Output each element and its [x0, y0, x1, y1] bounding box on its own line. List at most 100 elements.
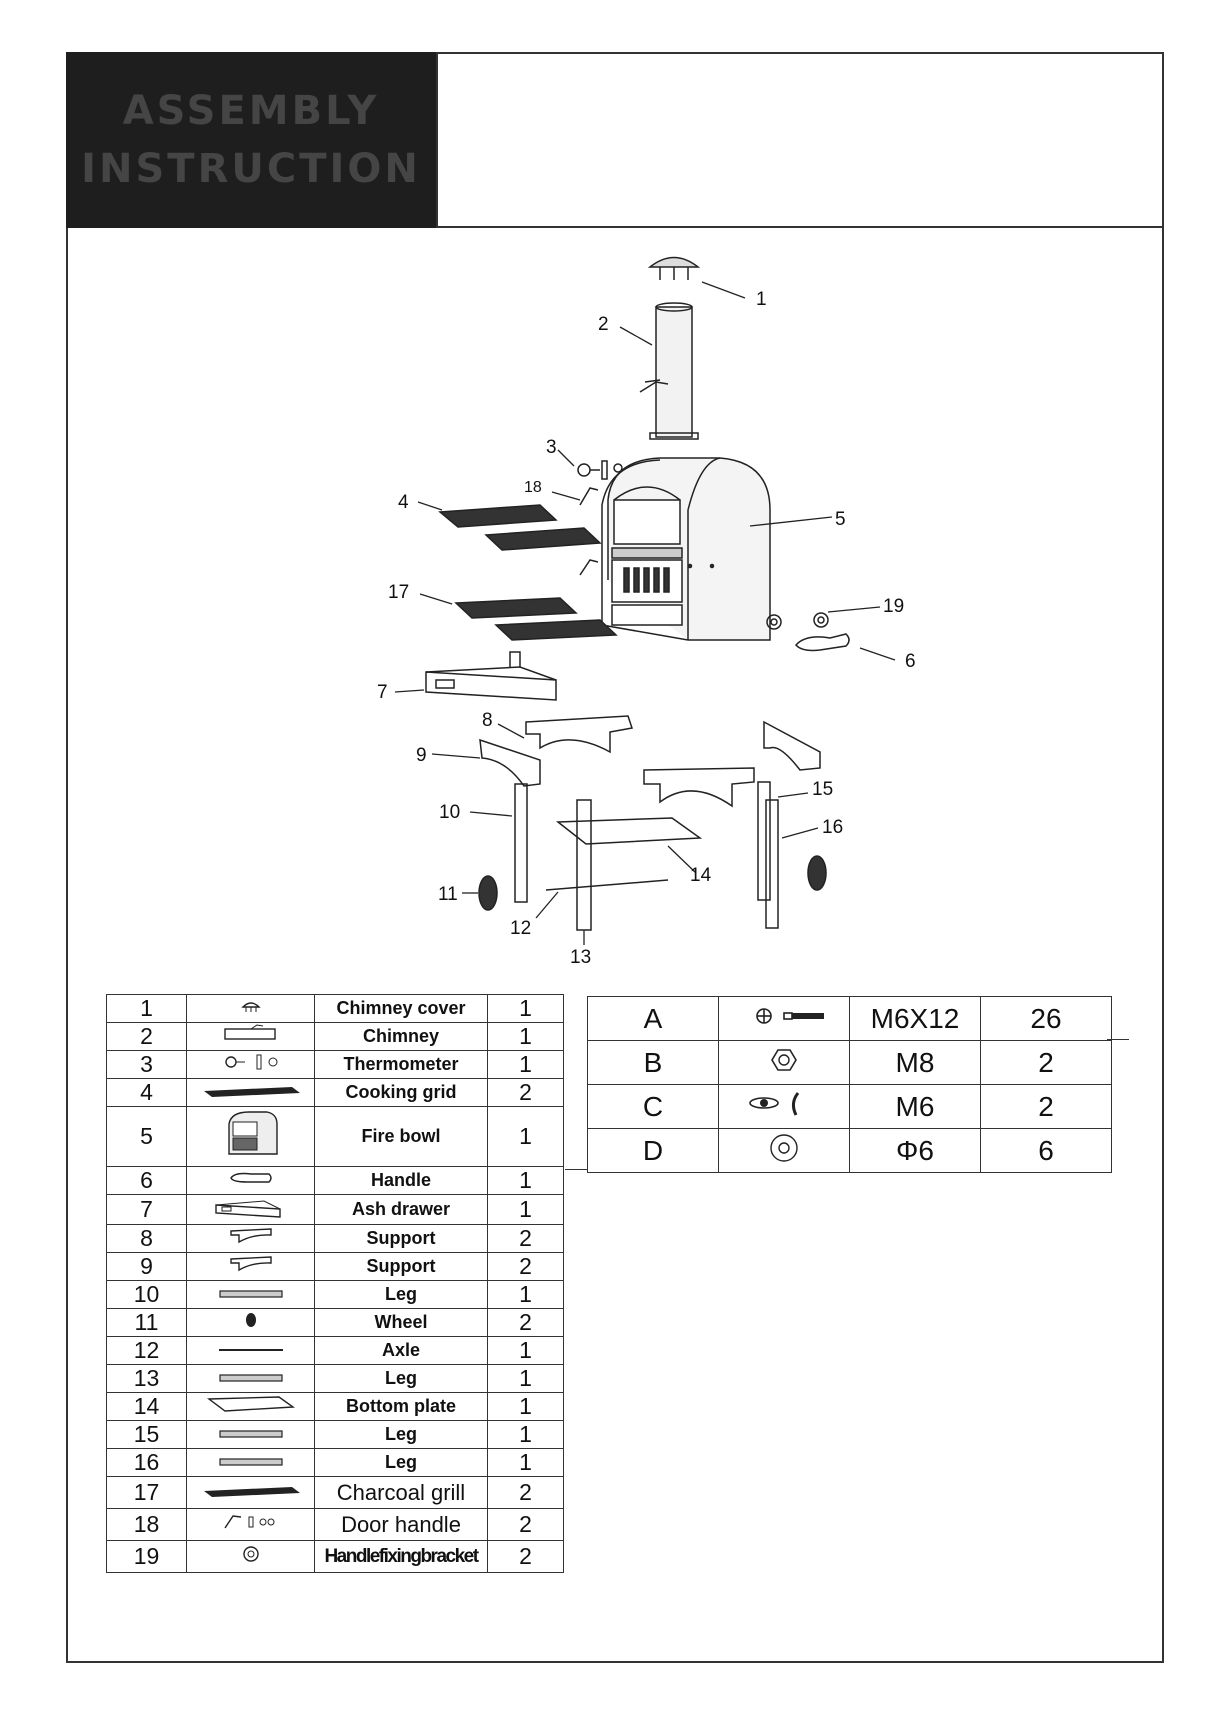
part-quantity: 2	[487, 1540, 564, 1573]
cooking-grid-icon	[186, 1078, 315, 1107]
part-name: Bottom plate	[314, 1392, 488, 1421]
callout-12: 12	[510, 918, 531, 939]
part-quantity: 1	[487, 1392, 564, 1421]
part-name: Chimney cover	[314, 994, 488, 1023]
callout-19: 19	[883, 596, 904, 617]
part-name: Door handle	[314, 1508, 488, 1541]
handle-drawing	[794, 633, 850, 652]
hardware-count: 6	[980, 1128, 1112, 1173]
part-number: 1	[106, 994, 187, 1023]
part-number: 7	[106, 1194, 187, 1225]
part-quantity: 1	[487, 1050, 564, 1079]
part-quantity: 1	[487, 1420, 564, 1449]
handle-icon	[186, 1166, 315, 1195]
washer-drawing	[766, 614, 782, 630]
part-quantity: 2	[487, 1508, 564, 1541]
thermometer-drawing	[577, 460, 623, 480]
part-name: Support	[314, 1252, 488, 1281]
ash-drawer-icon	[186, 1194, 315, 1225]
wheel-drawing	[478, 875, 498, 911]
part-quantity: 2	[487, 1308, 564, 1337]
part-number: 9	[106, 1252, 187, 1281]
leg-drawings	[514, 781, 779, 931]
bottom-plate-drawing	[555, 817, 703, 845]
hardware-count: 2	[980, 1040, 1112, 1085]
part-name: Leg	[314, 1420, 488, 1449]
hardware-letter: A	[587, 996, 719, 1041]
part-quantity: 1	[487, 994, 564, 1023]
callout-11: 11	[438, 884, 458, 905]
part-name: Charcoal grill	[314, 1476, 488, 1509]
nut-icon	[718, 1040, 850, 1085]
part-number: 10	[106, 1280, 187, 1309]
part-number: 8	[106, 1224, 187, 1253]
callout-18: 18	[524, 479, 542, 496]
wing-nut-icon	[718, 1084, 850, 1129]
part-number: 2	[106, 1022, 187, 1051]
header-blank-panel	[436, 52, 1164, 228]
hardware-spec: M8	[849, 1040, 981, 1085]
bottom-plate-icon	[186, 1392, 315, 1421]
part-number: 19	[106, 1540, 187, 1573]
part-quantity: 1	[487, 1280, 564, 1309]
title-block: ASSEMBLY INSTRUCTION	[66, 52, 436, 228]
part-quantity: 1	[487, 1364, 564, 1393]
callout-2: 2	[598, 314, 609, 335]
callout-1: 1	[756, 289, 767, 310]
callout-6: 6	[905, 651, 916, 672]
leg-icon	[186, 1420, 315, 1449]
callout-5: 5	[835, 509, 846, 530]
hardware-spec: M6X12	[849, 996, 981, 1041]
part-number: 4	[106, 1078, 187, 1107]
callout-9: 9	[416, 745, 427, 766]
callout-4: 4	[398, 492, 409, 513]
chimney-cover-drawing	[647, 256, 701, 280]
callout-10: 10	[439, 802, 460, 823]
door-handle-drawing	[579, 487, 599, 506]
part-number: 16	[106, 1448, 187, 1477]
screw-icon	[718, 996, 850, 1041]
fire-bowl-drawing	[601, 457, 771, 641]
part-quantity: 2	[487, 1078, 564, 1107]
callout-3: 3	[546, 437, 557, 458]
part-name: Chimney	[314, 1022, 488, 1051]
exploded-diagram: 1 2 3 4 5 6 7 8 9 10 11 12 13 14 15 16 1…	[377, 256, 916, 968]
part-quantity: 1	[487, 1194, 564, 1225]
page-frame	[66, 52, 1164, 1663]
part-quantity: 2	[487, 1476, 564, 1509]
part-name: Handle	[314, 1166, 488, 1195]
part-number: 6	[106, 1166, 187, 1195]
cooking-grid-drawing	[438, 504, 602, 551]
part-name: Axle	[314, 1336, 488, 1365]
callout-7: 7	[377, 682, 388, 703]
callout-14: 14	[690, 865, 712, 886]
charcoal-grill-icon	[186, 1476, 315, 1509]
part-name: Support	[314, 1224, 488, 1253]
fire-bowl-icon	[186, 1106, 315, 1167]
wheel-icon	[186, 1308, 315, 1337]
support-drawings	[479, 715, 821, 808]
leg-icon	[186, 1280, 315, 1309]
part-quantity: 2	[487, 1252, 564, 1281]
part-number: 11	[106, 1308, 187, 1337]
part-quantity: 1	[487, 1022, 564, 1051]
title-line-1: ASSEMBLY	[122, 88, 380, 134]
part-number: 17	[106, 1476, 187, 1509]
part-quantity: 1	[487, 1106, 564, 1167]
callout-15: 15	[812, 779, 833, 800]
hardware-count: 2	[980, 1084, 1112, 1129]
part-number: 13	[106, 1364, 187, 1393]
part-name: Wheel	[314, 1308, 488, 1337]
